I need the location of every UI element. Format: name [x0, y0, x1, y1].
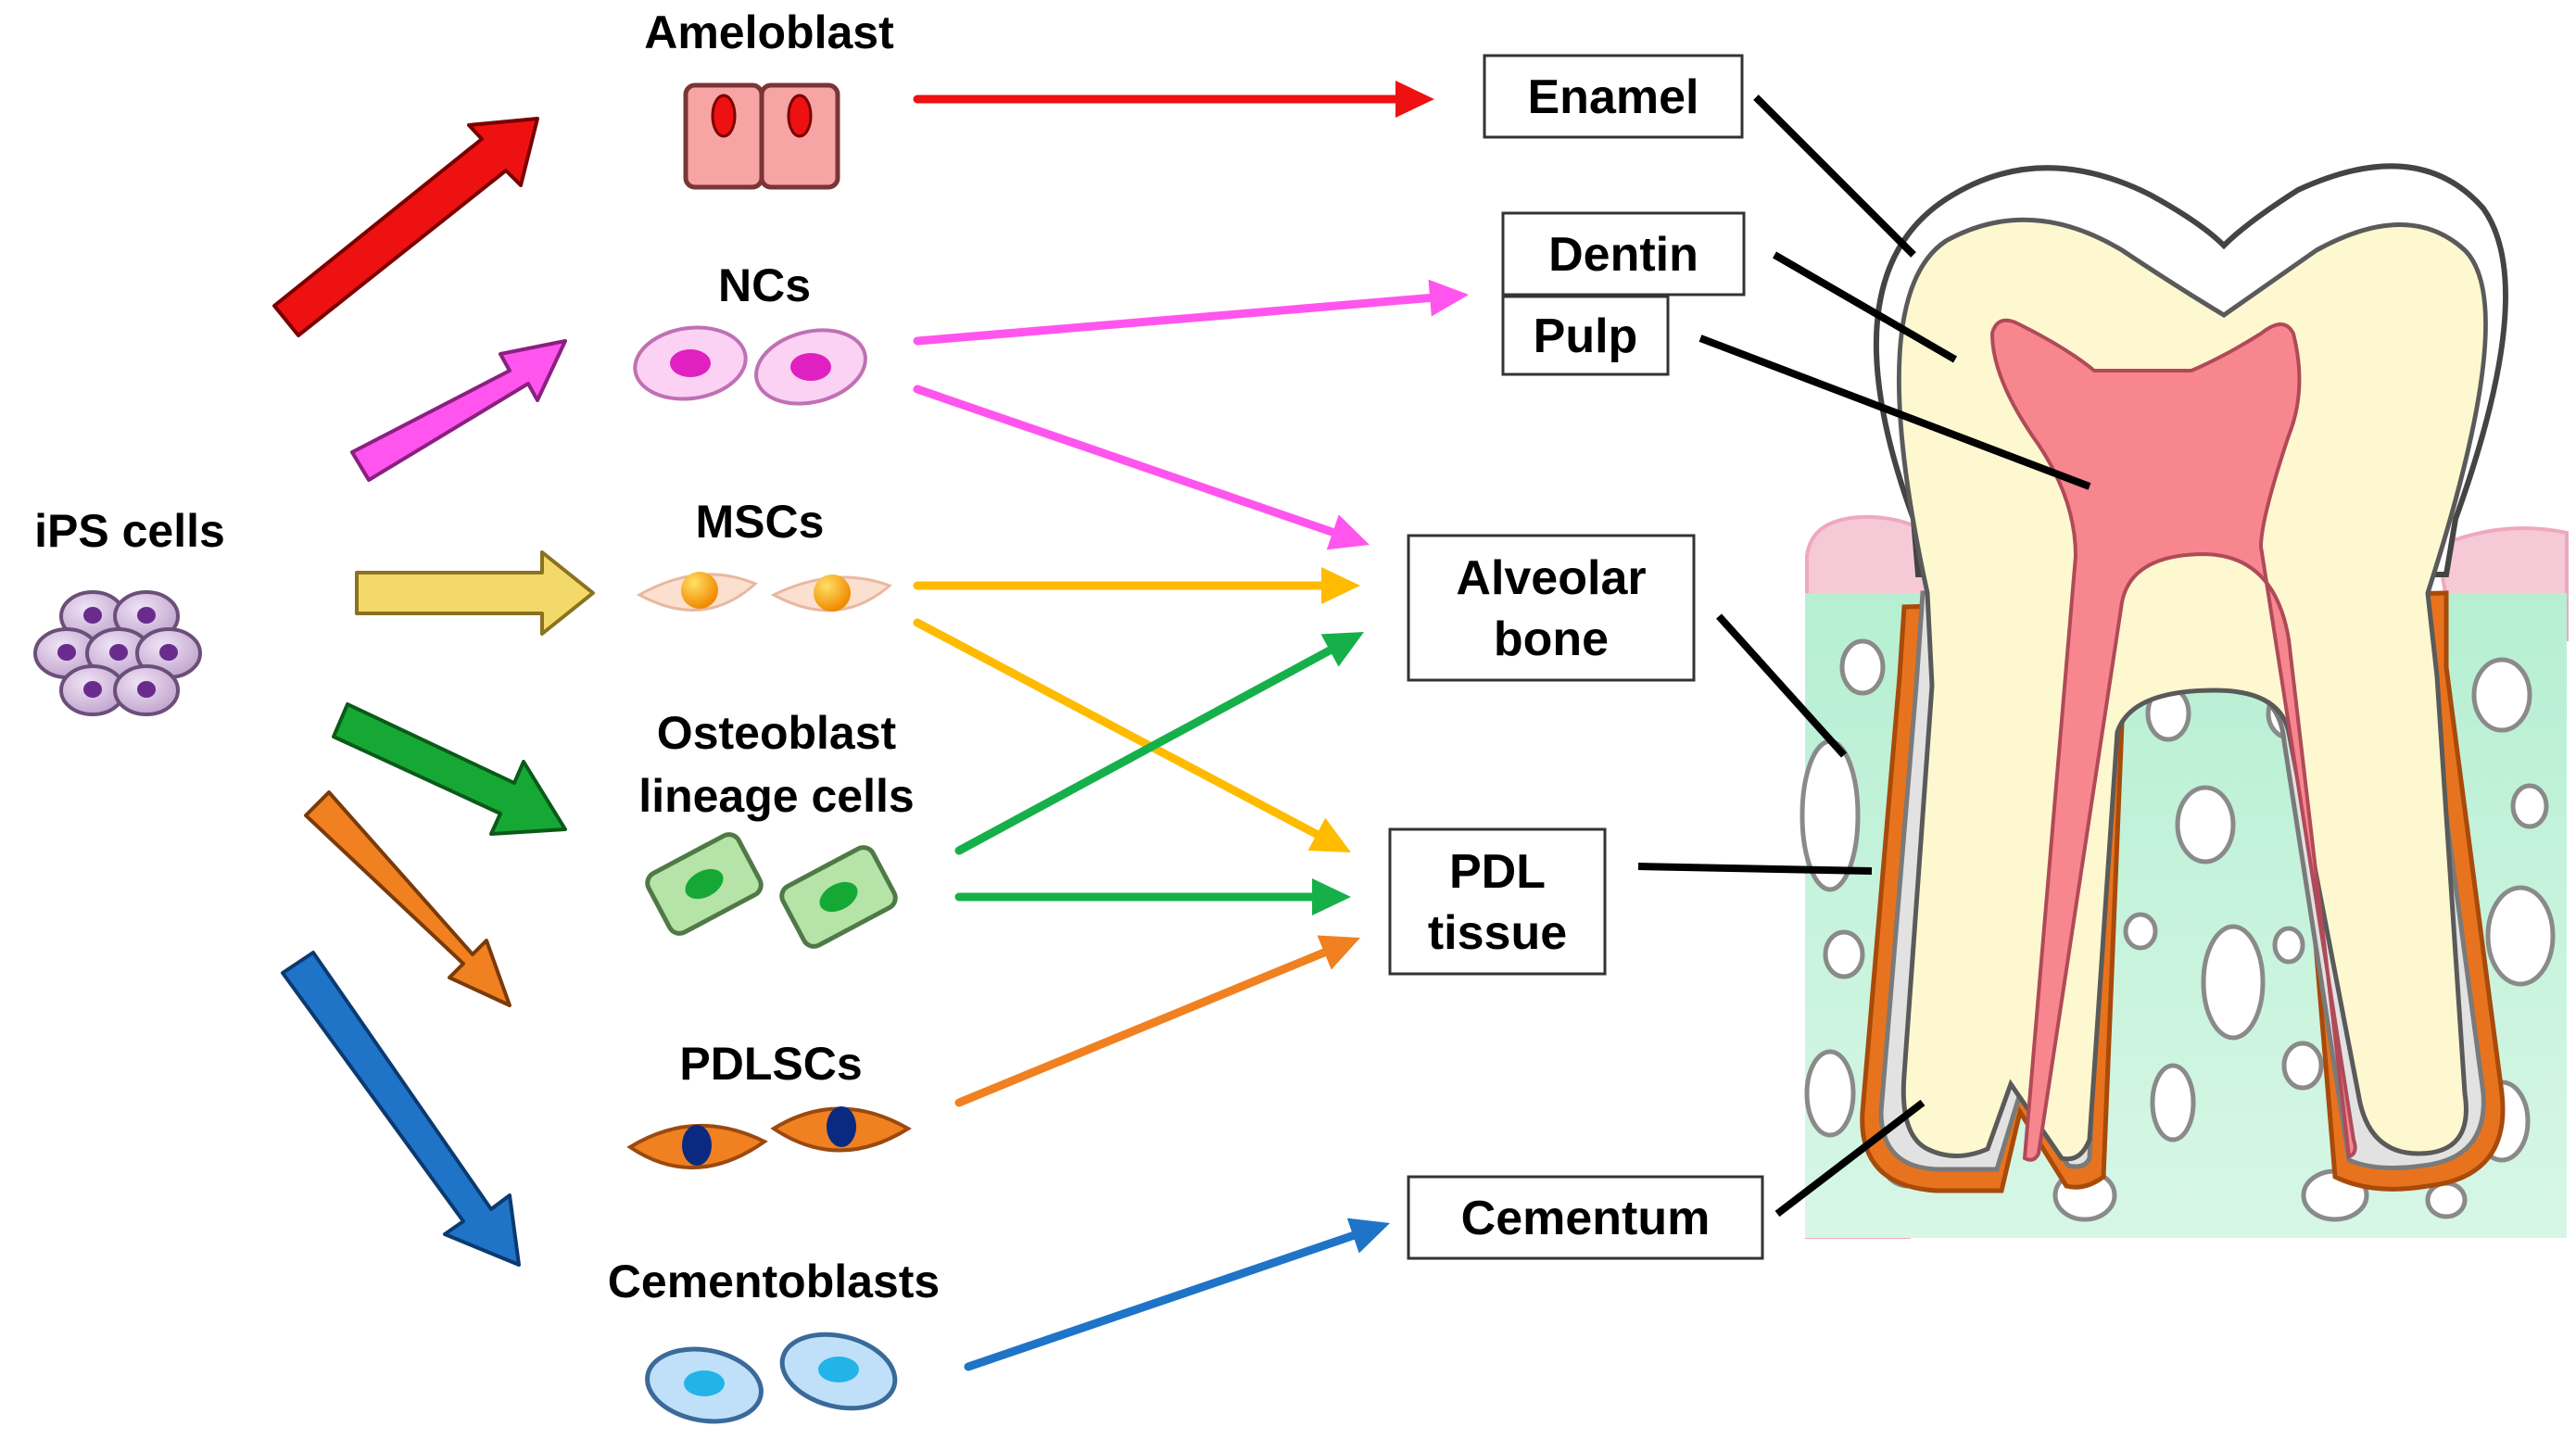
block-arrow-pdlscs [304, 790, 511, 1007]
cell-cluster-icon [33, 590, 202, 716]
cell-type-label-osteoblast: Osteoblast [657, 707, 897, 759]
tissue-box-dentin: Dentin [1501, 211, 1746, 297]
block-arrow-osteoblast [332, 702, 567, 836]
neural-crest-cells-icon [633, 325, 867, 406]
tissue-label-pdl: PDL [1449, 845, 1546, 899]
link-arrow-pdlscs-to-pdl [954, 935, 1360, 1107]
block-arrow-mscs [355, 550, 595, 636]
cell-type-label-osteoblast: lineage cells [638, 770, 914, 822]
link-arrow-ameloblast-to-enamel [913, 81, 1434, 118]
leader-lines [1637, 95, 2091, 1218]
tissue-box-enamel: Enamel [1483, 54, 1744, 139]
pdl-stem-cells-icon [626, 1106, 912, 1170]
tissue-label-dentin: Dentin [1548, 228, 1698, 282]
tissue-label-pdl: tissue [1428, 906, 1567, 960]
pulp-chamber [1989, 318, 2357, 1162]
tissue-label-alveolar: bone [1494, 612, 1609, 666]
link-arrow-cementoblasts-to-cementum [964, 1218, 1390, 1371]
block-arrow-ncs [350, 339, 567, 482]
link-arrow-mscs-to-pdl [913, 618, 1351, 852]
tissue-label-enamel: Enamel [1528, 70, 1699, 124]
tissue-label-pulp: Pulp [1534, 309, 1638, 363]
block-arrow-cementoblasts [281, 951, 521, 1267]
link-arrow-ncs-to-dentin [913, 279, 1469, 346]
cell-type-label-ameloblast: Ameloblast [644, 6, 894, 58]
link-arrows [913, 81, 1469, 1371]
tooth-cross-section-icon [1799, 163, 2569, 1239]
cementoblast-cells-icon [645, 1332, 898, 1424]
block-arrows [272, 117, 595, 1267]
link-arrow-ncs-to-alveolar [913, 385, 1370, 550]
tissue-label-alveolar: Alveolar [1456, 551, 1646, 605]
cell-type-label-cementoblasts: Cementoblasts [608, 1256, 940, 1307]
tissue-box-alveolar: Alveolar bone [1407, 534, 1696, 682]
cell-type-label-mscs: MSCs [696, 496, 825, 548]
link-arrow-mscs-to-alveolar [913, 567, 1360, 604]
link-arrow-osteoblast-to-pdl [954, 878, 1351, 915]
block-arrow-ameloblast [272, 117, 539, 337]
source-label: iPS cells [34, 505, 225, 557]
link-arrow-osteoblast-to-alveolar [954, 632, 1364, 855]
cell-type-label-pdlscs: PDLSCs [679, 1038, 862, 1090]
tissue-label-cementum: Cementum [1461, 1192, 1711, 1245]
tissue-box-cementum: Cementum [1407, 1175, 1764, 1260]
osteoblast-cells-icon [645, 832, 898, 949]
cell-type-label-ncs: NCs [718, 259, 811, 311]
tissue-box-pdl: PDL tissue [1388, 827, 1607, 976]
tissue-box-pulp: Pulp [1501, 295, 1670, 376]
ameloblast-cells-icon [683, 82, 840, 190]
mesenchymal-stem-cells-icon [636, 572, 892, 612]
